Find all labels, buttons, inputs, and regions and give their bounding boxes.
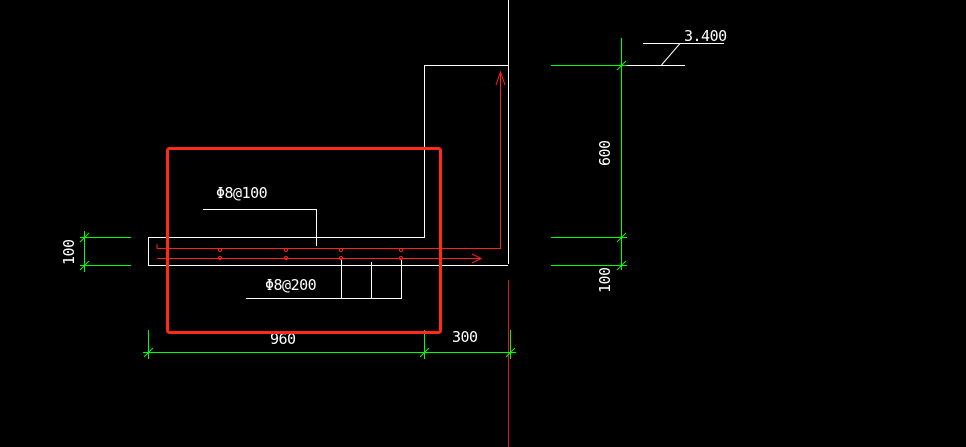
main-rebar-arrowhead	[495, 70, 506, 86]
top-rebar-leader	[203, 209, 317, 246]
rebar-dot	[217, 247, 223, 253]
rebar-dot	[217, 255, 223, 261]
dim-right-tick	[616, 60, 627, 71]
dim-horizontal-right-label: 300	[452, 328, 478, 346]
elevation-mark	[627, 43, 724, 66]
bottom-rebar-leader	[246, 260, 402, 299]
dim-left-tick	[79, 260, 90, 271]
rebar-dot	[283, 255, 289, 261]
dim-bottom-tick	[505, 347, 516, 358]
elevation-triangle-icon	[643, 43, 682, 66]
dim-bottom-tick	[419, 347, 430, 358]
rebar-group	[156, 70, 506, 264]
dim-vertical-right-lower-label: 100	[596, 267, 614, 293]
rebar-bottom-label: Φ8@200	[265, 276, 317, 294]
dim-horizontal-left-label: 960	[270, 330, 296, 348]
rebar-dots	[217, 247, 404, 261]
rebar-dot	[398, 255, 404, 261]
dim-bottom-tick	[143, 347, 154, 358]
rebar-top-label: Φ8@100	[216, 184, 268, 202]
rebar-dot	[283, 247, 289, 253]
dimension-lines	[79, 38, 627, 359]
rebar-dot	[338, 247, 344, 253]
highlight-box	[166, 147, 442, 334]
rebar-dot	[398, 247, 404, 253]
dim-right-tick	[616, 232, 627, 243]
dim-vertical-right-upper-label: 600	[596, 140, 614, 166]
dim-left-tick	[79, 232, 90, 243]
elevation-label: 3.400	[684, 27, 727, 45]
structure-outline	[148, 0, 509, 266]
leader-lines	[203, 209, 402, 299]
rebar-dot	[338, 255, 344, 261]
main-rebar-l-bar	[157, 74, 501, 249]
labels: 3.400 Φ8@100 Φ8@200 960 300 100 600 100	[60, 27, 728, 348]
dim-vertical-left-label: 100	[60, 239, 78, 265]
bottom-rebar-arrowhead	[471, 253, 483, 264]
dim-right-tick	[616, 260, 627, 271]
upturn-beam-outline	[148, 65, 508, 266]
